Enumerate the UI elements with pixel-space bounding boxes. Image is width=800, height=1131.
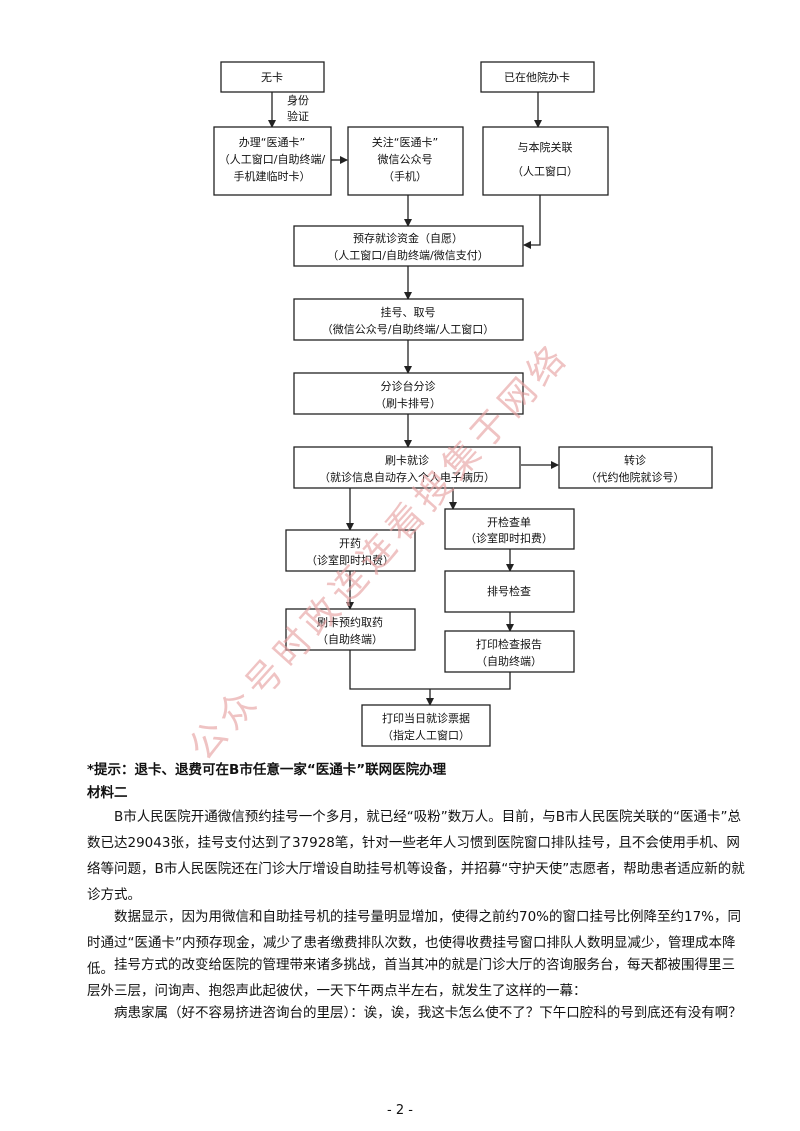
node-apply-card: 办理“医通卡” （人工窗口/自助终端/ 手机建临时卡） [213,126,332,196]
node-deposit-line-2: （人工窗口/自助终端/微信支付） [327,248,488,262]
node-triage-line-1: 分诊台分诊 [381,379,436,393]
node-consult-line-2: （就诊信息自动存入个人电子病历） [319,470,495,484]
node-prescription-line-1: 开药 [339,537,361,550]
registration-flowchart: 无卡 已在他院办卡 身份 验证 办理“医通卡” （人工窗口/自助终端/ 手机建临… [213,61,713,747]
paragraph: 数据显示，因为用微信和自助挂号机的挂号量明显增加，使得之前约70%的窗口挂号比例… [87,909,742,977]
node-link-hospital: 与本院关联 （人工窗口） [482,126,609,196]
node-apply-card-line-3: 手机建临时卡） [234,169,311,183]
paragraph: B市人民医院开通微信预约挂号一个多月，就已经“吸粉”数万人。目前，与B市人民医院… [87,809,745,903]
page-number: - 2 - [387,1103,413,1118]
paragraph: 病患家属（好不容易挤进咨询台的里层）：诶，诶，我这卡怎么使不了？下午口腔科的号到… [114,1005,742,1021]
node-link-hospital-line-1: 与本院关联 [518,140,573,154]
verify-label: 身份 验证 [287,93,309,123]
node-exam-order-line-2: （诊室即时扣费） [465,531,553,545]
node-register: 挂号、取号 （微信公众号/自助终端/人工窗口） [293,298,524,341]
node-follow-wechat-line-1: 关注“医通卡” [372,135,438,149]
node-transfer-line-1: 转诊 [624,453,646,467]
edge-link-deposit [523,195,541,249]
node-queue-exam: 排号检查 [444,570,575,613]
node-prescription: 开药 （诊室即时扣费） [285,529,416,572]
node-follow-wechat-line-2: 微信公众号 [378,152,433,166]
node-queue-exam-line-1: 排号检查 [487,584,531,598]
node-other-hospital-line-1: 已在他院办卡 [504,70,570,84]
node-link-hospital-line-2: （人工窗口） [512,164,578,178]
node-triage-line-2: （刷卡排号） [375,396,441,410]
node-no-card: 无卡 [220,61,325,93]
paragraph: 挂号方式的改变给医院的管理带来诸多挑战，首当其冲的就是门诊大厅的咨询服务台，每天… [87,957,735,999]
node-follow-wechat: 关注“医通卡” 微信公众号 （手机） [347,126,464,196]
flowchart-edges [268,92,559,706]
node-pickup-medicine: 刷卡预约取药 （自助终端） [285,608,416,651]
node-transfer: 转诊 （代约他院就诊号） [558,446,713,489]
node-print-receipt-line-2: （指定人工窗口） [382,728,470,742]
node-follow-wechat-line-3: （手机） [383,169,427,183]
note: *提示：退卡、退费可在B市任意一家“医通卡”联网医院办理 [87,762,447,778]
node-deposit-line-1: 预存就诊资金（自愿） [353,231,463,245]
verify-label-line-1: 身份 [287,93,309,107]
node-triage: 分诊台分诊 （刷卡排号） [293,372,524,415]
node-prescription-line-2: （诊室即时扣费） [306,553,394,567]
node-exam-order-line-1: 开检查单 [487,515,531,529]
verify-label-line-2: 验证 [287,109,309,123]
node-other-hospital: 已在他院办卡 [480,61,595,93]
node-pickup-medicine-line-2: （自助终端） [317,632,383,646]
node-consult: 刷卡就诊 （就诊信息自动存入个人电子病历） [293,446,521,489]
node-apply-card-line-2: （人工窗口/自助终端/ [219,152,326,166]
node-deposit: 预存就诊资金（自愿） （人工窗口/自助终端/微信支付） [293,225,524,267]
section-title: 材料二 [87,785,128,801]
node-pickup-medicine-line-1: 刷卡预约取药 [317,616,383,629]
node-print-report: 打印检查报告 （自助终端） [444,630,575,673]
node-no-card-line-1: 无卡 [261,71,283,84]
node-transfer-line-2: （代约他院就诊号） [586,470,685,484]
node-print-report-line-2: （自助终端） [476,654,542,668]
node-register-line-1: 挂号、取号 [381,305,436,319]
node-print-report-line-1: 打印检查报告 [476,637,542,651]
node-consult-line-1: 刷卡就诊 [385,453,429,467]
node-register-line-2: （微信公众号/自助终端/人工窗口） [322,322,494,336]
node-apply-card-line-1: 办理“医通卡” [239,136,305,149]
node-print-receipt: 打印当日就诊票据 （指定人工窗口） [361,704,491,747]
node-exam-order: 开检查单 （诊室即时扣费） [444,508,575,550]
node-print-receipt-line-1: 打印当日就诊票据 [382,711,470,725]
